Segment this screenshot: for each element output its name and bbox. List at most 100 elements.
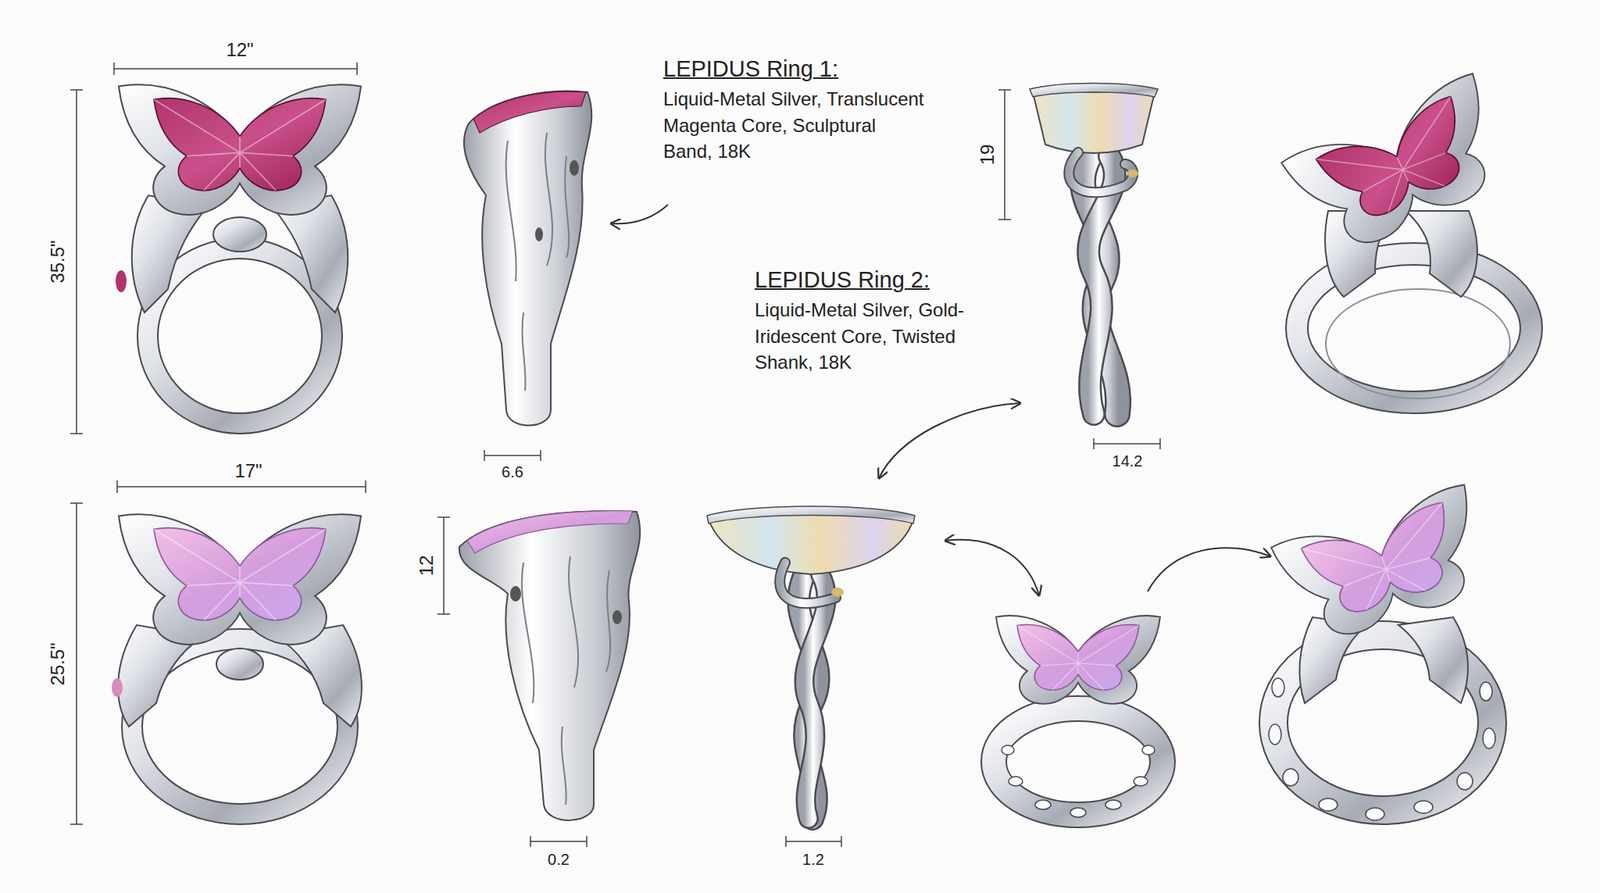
dimension-line xyxy=(1093,438,1161,450)
ring-band xyxy=(147,248,333,424)
butterfly-gem xyxy=(1300,501,1467,624)
lattice-hole xyxy=(1070,807,1086,818)
ring-lattice-view xyxy=(1268,483,1498,821)
gem-facets xyxy=(153,528,326,621)
lattice-hole xyxy=(1001,745,1015,755)
ring-shank xyxy=(459,510,640,821)
butterfly-setting xyxy=(118,514,361,644)
ring-band xyxy=(993,708,1163,815)
dimension-label: 6.6 xyxy=(501,460,524,483)
lattice-hole xyxy=(1142,745,1155,755)
dimension-label: 1.2 xyxy=(802,848,825,871)
dimension-label: 14.2 xyxy=(1112,450,1143,472)
leader-arrows xyxy=(610,204,1271,596)
dimension-label: 25.5" xyxy=(44,642,72,686)
note-text: Liquid-Metal Silver, Gold-Iridescent Cor… xyxy=(754,296,986,376)
setting-rim xyxy=(707,506,915,524)
setting-rim xyxy=(1029,83,1158,98)
lattice-hole xyxy=(1282,768,1299,786)
gold-accent xyxy=(831,587,844,597)
ring-band-outline xyxy=(993,708,1163,815)
lattice-hole xyxy=(1105,800,1122,810)
band-groove xyxy=(1325,289,1511,399)
butterfly-setting xyxy=(1271,483,1498,650)
gem-facets xyxy=(1017,625,1140,691)
dimension-line xyxy=(437,517,450,615)
butterfly-gem xyxy=(1315,95,1484,231)
ring-shank xyxy=(464,91,592,426)
dimension-label: 19 xyxy=(974,144,1001,166)
dimension-line xyxy=(785,835,842,847)
shank-outline xyxy=(803,574,826,819)
ring-front-view xyxy=(111,514,362,815)
butterfly-setting xyxy=(118,84,361,215)
ring-twisted-view xyxy=(1029,83,1158,415)
butterfly-gem xyxy=(1017,624,1140,690)
twist-hook xyxy=(779,562,836,604)
twisted-shank xyxy=(803,574,826,819)
metal-hole xyxy=(569,160,579,176)
lattice-hole xyxy=(1365,807,1385,821)
gem-facets xyxy=(1301,502,1468,623)
lattice-hole xyxy=(1008,776,1023,786)
leader-arrow xyxy=(1147,547,1271,592)
iridescent-core xyxy=(1032,92,1155,154)
ring-side-view xyxy=(459,510,640,821)
metal-drips xyxy=(506,132,570,391)
dimension-line xyxy=(114,62,358,75)
ring-blob xyxy=(216,648,264,680)
leader-arrow xyxy=(610,204,668,224)
gem-drop xyxy=(115,270,127,293)
lattice-hole xyxy=(1268,724,1282,745)
butterfly-gem xyxy=(153,98,326,191)
dimension-label: 12" xyxy=(225,36,254,64)
ring-side-view xyxy=(464,91,592,426)
ring-band-outline xyxy=(147,248,333,424)
butterfly-setting xyxy=(1280,72,1520,265)
dimension-line xyxy=(998,89,1011,220)
dimension-line xyxy=(530,835,587,847)
lattice-hole xyxy=(1482,728,1496,749)
note-title: LEPIDUS Ring 1: xyxy=(663,53,839,86)
metal-hole xyxy=(535,227,543,242)
dimension-line xyxy=(117,480,366,493)
ring-perspective-view xyxy=(1280,72,1532,403)
ring-blob xyxy=(213,217,267,252)
ring-twisted-view xyxy=(707,506,915,819)
leader-arrow xyxy=(945,539,1040,596)
butterfly-setting xyxy=(996,615,1161,704)
leader-arrow xyxy=(878,403,1021,479)
ring-shoulder xyxy=(1398,617,1468,704)
iridescent-core xyxy=(708,510,914,575)
metal-drips xyxy=(521,556,611,805)
dimension-line xyxy=(484,450,541,461)
lattice-hole xyxy=(1035,800,1051,810)
metal-hole xyxy=(510,585,522,602)
dimension-label: 35.5" xyxy=(44,239,72,283)
ring-lattice-view xyxy=(993,615,1163,818)
butterfly-gem xyxy=(153,528,326,621)
lattice-hole xyxy=(1479,682,1493,701)
dimension-label: 12 xyxy=(413,555,440,577)
lattice-hole xyxy=(1133,776,1148,786)
gem-facets xyxy=(153,99,326,191)
ring-shoulder xyxy=(1406,210,1478,297)
gold-accent xyxy=(1127,169,1139,178)
metal-hole xyxy=(612,610,622,625)
lattice-hole xyxy=(1457,772,1473,790)
gem-drop xyxy=(111,678,123,697)
dimension-line xyxy=(70,89,83,434)
lattice-hole xyxy=(1318,798,1338,811)
lattice-hole xyxy=(1414,800,1433,814)
gem-edge xyxy=(473,91,586,133)
dimension-label: 0.2 xyxy=(547,848,570,871)
note-text: Liquid-Metal Silver, Translucent Magenta… xyxy=(663,85,925,165)
gem-edge xyxy=(467,510,633,554)
dimension-line xyxy=(70,503,83,825)
lattice-holes xyxy=(1001,745,1155,818)
lattice-hole xyxy=(1271,678,1285,697)
note-title: LEPIDUS Ring 2: xyxy=(754,264,930,297)
ring-front-view xyxy=(115,84,361,424)
twist-hook xyxy=(1068,152,1133,193)
